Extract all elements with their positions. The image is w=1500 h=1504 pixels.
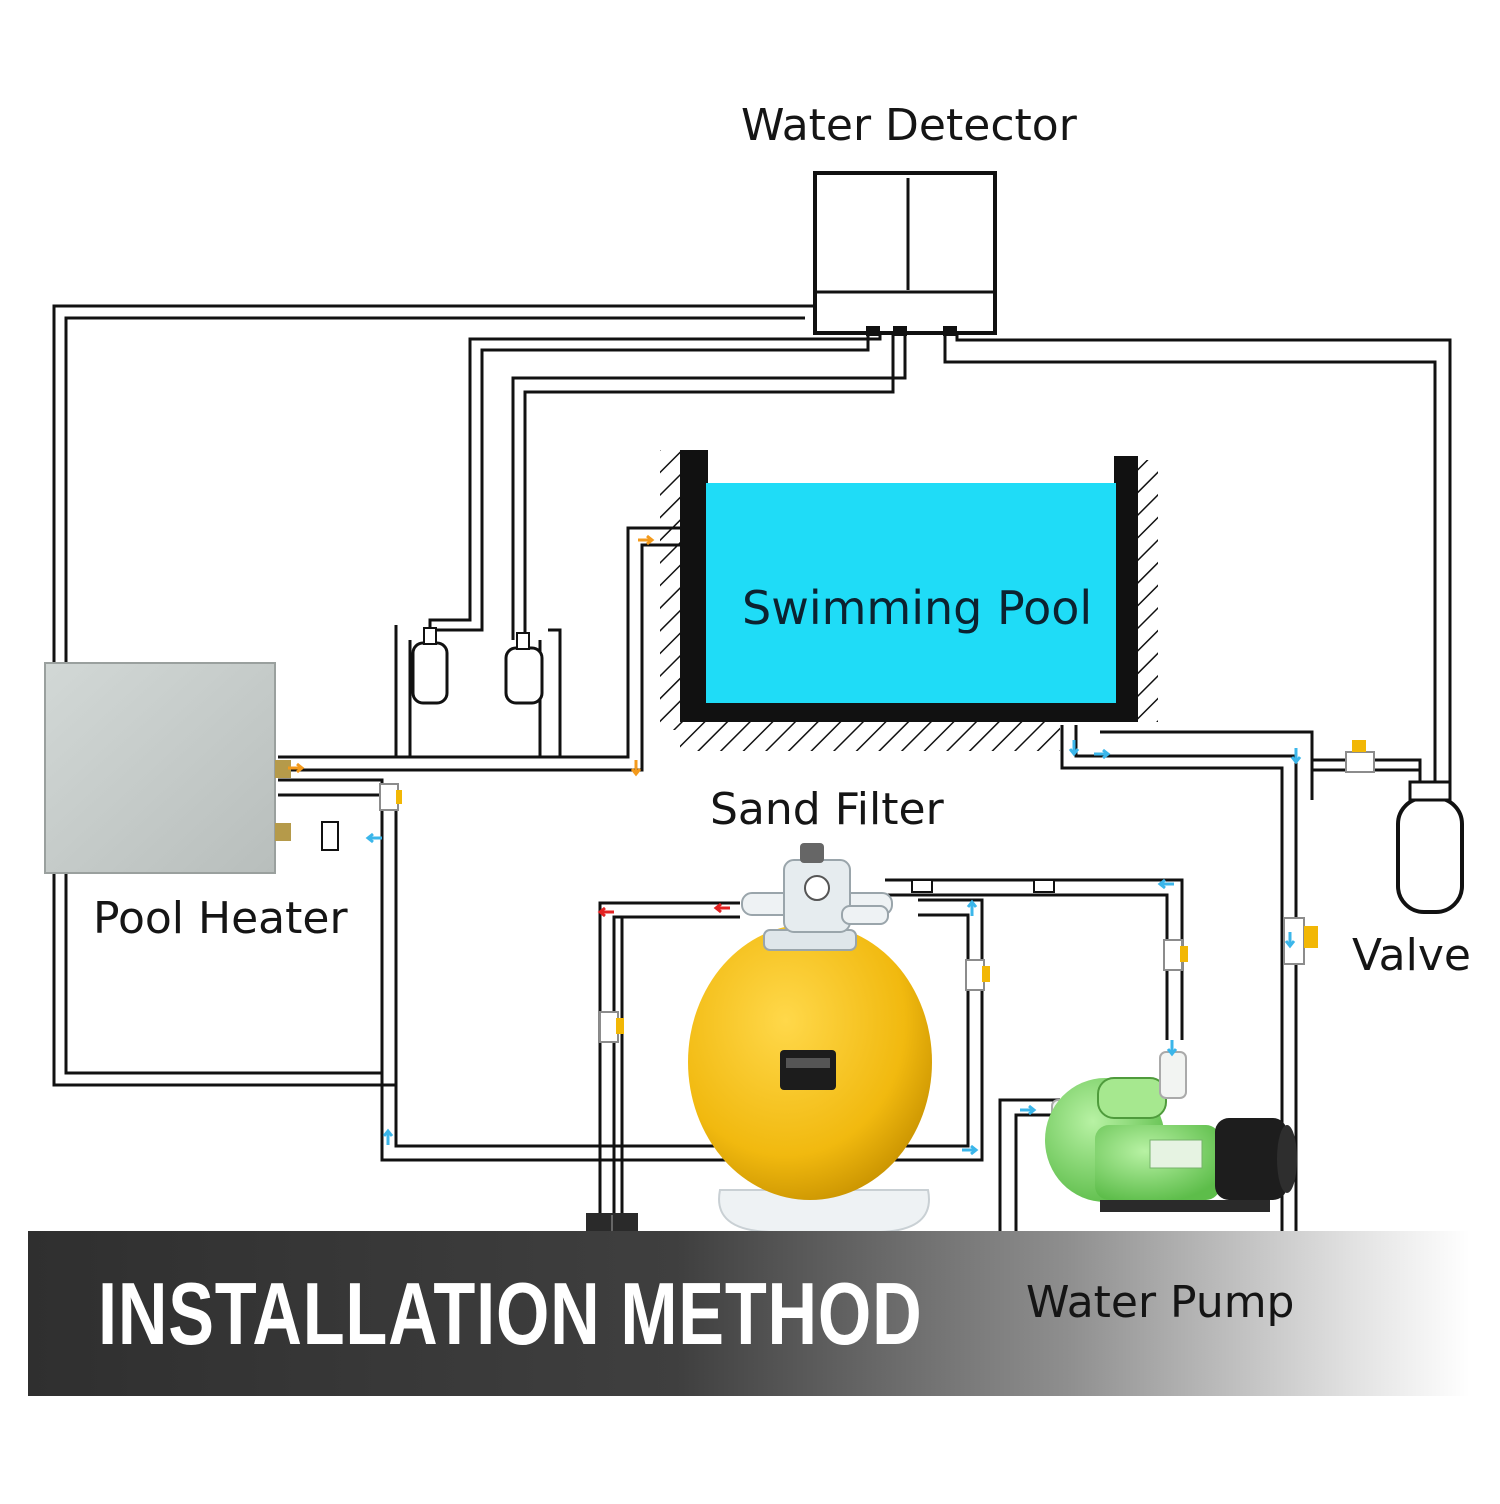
pipe-filter-pump-inner bbox=[885, 893, 1169, 1040]
small-valve-1 bbox=[411, 627, 449, 705]
pipe-heater-return-outer bbox=[278, 778, 984, 1162]
pool-water bbox=[706, 483, 1116, 703]
label-water-detector: Water Detector bbox=[741, 100, 1077, 151]
label-sand-filter: Sand Filter bbox=[710, 784, 944, 835]
water-detector-unit bbox=[813, 171, 997, 336]
pipe-heater-return-inner bbox=[278, 793, 970, 1148]
pipe-filter-pump-outer bbox=[885, 878, 1184, 1040]
label-swimming-pool: Swimming Pool bbox=[742, 581, 1093, 635]
water-pump-unit bbox=[1045, 1051, 1297, 1212]
pipe-detector-right-outer bbox=[943, 330, 1437, 790]
swimming-pool-basin bbox=[660, 450, 1158, 751]
pipe-detector-valve2-inner bbox=[523, 330, 895, 640]
banner-title: INSTALLATION METHOD bbox=[98, 1264, 923, 1363]
pipe-filter-drain-inner bbox=[612, 915, 740, 1215]
small-valve-2 bbox=[504, 632, 544, 705]
inline-valves bbox=[379, 740, 1375, 1259]
title-banner bbox=[28, 1231, 1470, 1396]
pipe-network bbox=[52, 304, 1452, 1260]
pipe-heater-pool-outer bbox=[278, 526, 690, 759]
label-valve: Valve bbox=[1352, 930, 1471, 981]
pipe-detector-valve2-outer bbox=[511, 330, 907, 640]
sand-filter-tank bbox=[688, 843, 932, 1233]
label-pool-heater: Pool Heater bbox=[93, 893, 348, 944]
big-valve bbox=[1396, 780, 1464, 914]
pool-heater-box bbox=[44, 662, 339, 874]
pipe-detector-valve1-inner bbox=[436, 330, 870, 632]
pipe-detector-valve1-outer bbox=[428, 330, 882, 640]
pipe-filter-drain-outer bbox=[598, 901, 740, 1215]
label-water-pump: Water Pump bbox=[1026, 1277, 1295, 1328]
